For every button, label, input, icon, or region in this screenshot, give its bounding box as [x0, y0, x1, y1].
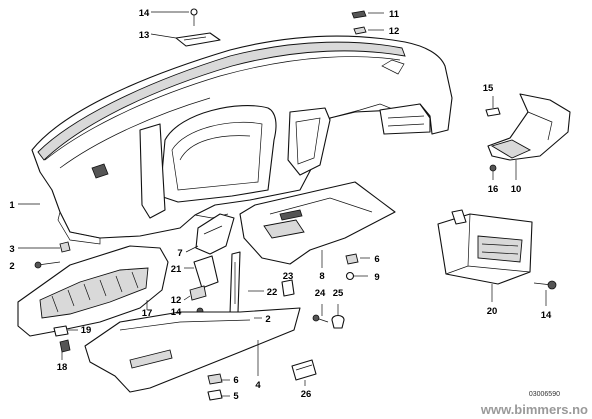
callout-3: 3	[9, 244, 14, 255]
clip-5	[207, 389, 223, 401]
callout-16: 16	[488, 184, 499, 195]
dashboard-panel	[31, 35, 453, 245]
support-22	[229, 251, 241, 315]
clip-15	[485, 107, 501, 117]
callout-15: 15	[483, 83, 494, 94]
callout-14-right: 14	[541, 310, 552, 321]
callout-12-mid: 12	[171, 295, 182, 306]
callout-5: 5	[233, 391, 239, 402]
callout-25: 25	[333, 288, 344, 299]
lower-panel-17	[17, 245, 169, 337]
callout-18: 18	[57, 362, 68, 373]
callout-14-top: 14	[139, 8, 150, 19]
callout-22: 22	[267, 287, 278, 298]
callout-12-top: 12	[389, 26, 400, 37]
leader-lines	[18, 11, 547, 397]
clip-6-right	[345, 253, 359, 265]
callout-2-center: 2	[265, 314, 270, 325]
clip-23	[281, 279, 295, 297]
radio-cage-20	[437, 209, 533, 285]
callout-21: 21	[171, 264, 182, 275]
screw-3	[59, 241, 71, 253]
callout-24: 24	[315, 288, 326, 299]
plug-25	[331, 314, 345, 329]
screw-14-top	[190, 8, 198, 26]
callout-9: 9	[374, 272, 379, 283]
callout-17: 17	[142, 308, 153, 319]
callout-13: 13	[139, 30, 150, 41]
screw-2-left	[34, 261, 61, 269]
callout-26: 26	[301, 389, 312, 400]
callout-11: 11	[389, 9, 400, 20]
cover-26	[291, 359, 317, 381]
trim-10	[487, 93, 571, 161]
lower-trim-4	[84, 307, 301, 393]
screw-24	[312, 314, 329, 323]
clip-11	[351, 10, 367, 19]
callout-7: 7	[177, 248, 182, 259]
document-number: 03006590	[529, 391, 560, 398]
clip-18	[59, 339, 71, 353]
nut-9	[345, 271, 355, 281]
callout-8: 8	[319, 271, 324, 282]
callout-23: 23	[283, 271, 294, 282]
callout-14-mid: 14	[171, 307, 182, 318]
watermark-text: www.bimmers.no	[480, 402, 588, 417]
bracket-12-mid	[189, 285, 207, 301]
screw-16	[489, 164, 497, 180]
nut-12-top	[353, 26, 367, 35]
callout-20: 20	[487, 306, 498, 317]
callout-1: 1	[9, 200, 15, 211]
bracket-7	[195, 213, 235, 255]
callout-6-right: 6	[374, 254, 379, 265]
clip-6-bottom	[207, 373, 223, 385]
callout-10: 10	[511, 184, 522, 195]
bracket-13	[175, 32, 221, 47]
bracket-21	[193, 255, 219, 289]
callout-labels: 14 13 11 12 15 16 10 1 3 2 7 21 12 14 22…	[9, 8, 552, 402]
callout-6-bottom: 6	[233, 375, 238, 386]
clip-19	[53, 325, 69, 337]
screw-14-right	[533, 280, 557, 290]
tray-8	[239, 181, 396, 265]
callout-19: 19	[81, 325, 92, 336]
callout-2-left: 2	[9, 261, 14, 272]
callout-4: 4	[255, 380, 261, 391]
